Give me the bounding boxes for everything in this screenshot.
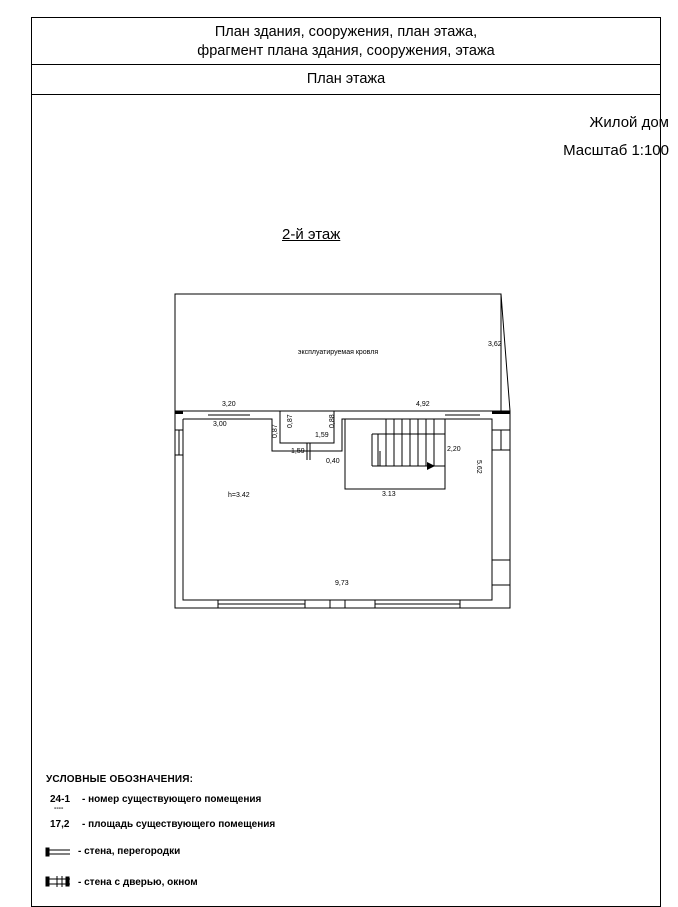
wall-fills — [175, 411, 510, 414]
header-line-1: План здания, сооружения, план этажа, — [214, 24, 478, 40]
dim-bottom: 9,73 — [335, 580, 349, 587]
legend-door-text: - стена с дверью, окном — [78, 877, 198, 888]
legend-room-number-separator: ---- — [54, 805, 64, 812]
legend-title: УСЛОВНЫЕ ОБОЗНАЧЕНИЯ: — [46, 774, 194, 785]
roof-label: эксплуатируемая кровля — [298, 349, 378, 356]
dim-corridor-v3: 0,88 — [329, 414, 336, 428]
dim-top-right: 4,92 — [416, 401, 430, 408]
dim-stair-bottom: 3.13 — [382, 491, 396, 498]
legend-room-number-text: - номер существующего помещения — [82, 794, 262, 805]
legend-area-text: - площадь существующего помещения — [82, 819, 276, 830]
dim-right-side: 5.62 — [475, 460, 482, 474]
dim-top-left-outer: 3,20 — [222, 401, 236, 408]
dim-roof-side: 3,62 — [488, 341, 502, 348]
exterior-walls — [174, 410, 511, 609]
dim-corridor-top: 1,59 — [315, 432, 329, 439]
staircase — [344, 418, 446, 490]
legend-wall-text: - стена, перегородки — [78, 846, 181, 857]
dim-corridor-bottom: 1,59 — [291, 448, 305, 455]
legend-room-number-sample: 24-1 — [50, 794, 71, 805]
scale-label: Масштаб 1:100 — [563, 142, 669, 159]
roof-edge — [500, 293, 511, 412]
door-window-symbol-icon — [45, 876, 70, 887]
dim-corridor-v2: 0,87 — [287, 414, 294, 428]
height-label: h=3.42 — [228, 492, 250, 499]
header-line-2: фрагмент плана здания, сооружения, этажа — [197, 43, 495, 59]
dim-stair-side: 2,20 — [447, 446, 461, 453]
floor-title: 2-й этаж — [282, 226, 341, 243]
document-subtitle: План этажа — [32, 65, 660, 95]
dim-corridor-gap: 0,40 — [326, 458, 340, 465]
stair-arrow-icon — [427, 462, 435, 470]
windows — [175, 410, 510, 608]
wall-symbol-icon — [45, 847, 70, 857]
dim-top-left-inner: 3,00 — [213, 421, 227, 428]
corridor-doors — [306, 443, 311, 460]
drawing-frame: План здания, сооружения, план этажа, фра… — [31, 17, 661, 907]
legend-area-sample: 17,2 — [50, 819, 70, 830]
dim-corridor-v1: 0,87 — [272, 424, 279, 438]
document-header: План здания, сооружения, план этажа, фра… — [32, 18, 660, 65]
object-name: Жилой дом — [589, 114, 669, 131]
